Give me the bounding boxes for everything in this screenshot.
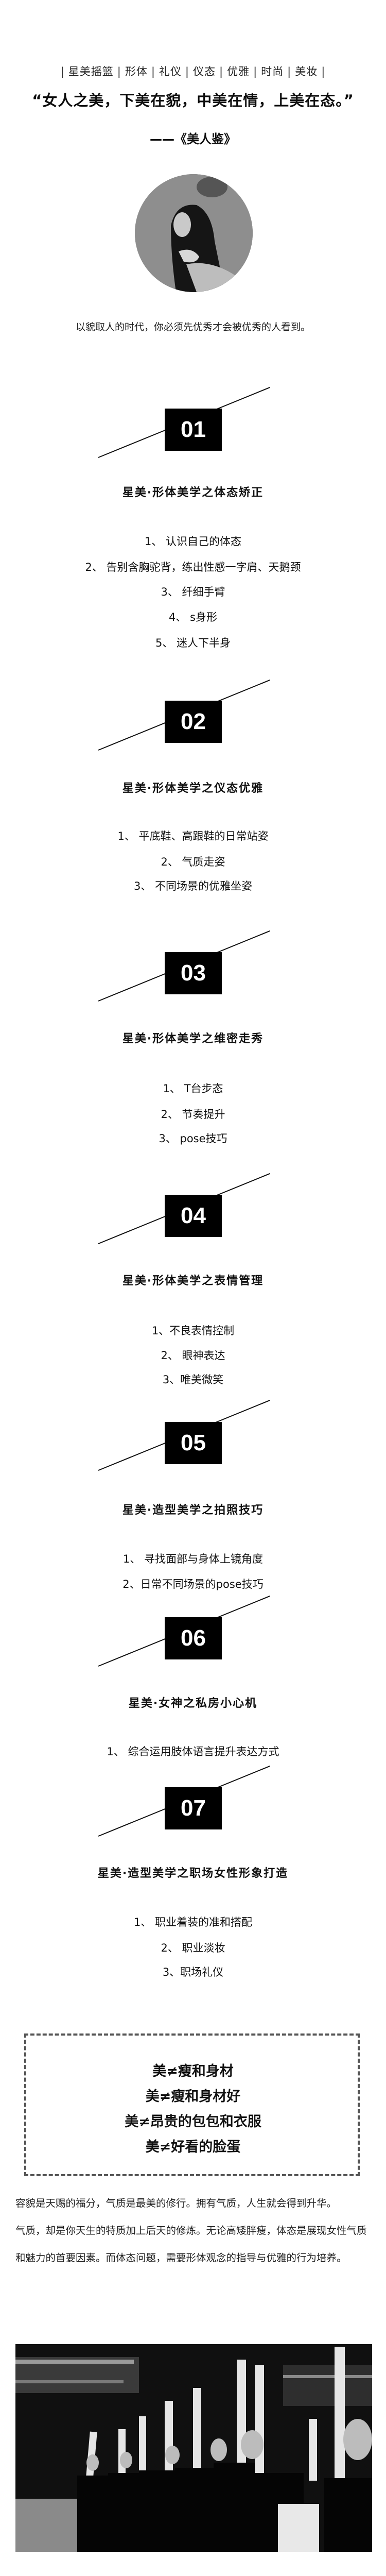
beauty-definition-box xyxy=(24,2033,360,2176)
portrait-photo xyxy=(135,174,253,292)
paragraph: 气质，却是你天生的特质加上后天的修炼。无论高矮胖瘦，体态是展现女性气质和魅力的首… xyxy=(15,2225,367,2264)
list-item: 1、不良表情控制 xyxy=(151,1325,235,1337)
tag-item: 优雅 xyxy=(227,65,250,78)
category-tags: |星美摇篮|形体|礼仪|仪态|优雅|时尚|美妆| xyxy=(0,63,386,79)
paragraph: 容貌是天赐的福分，气质是最美的修行。拥有气质，人生就会得到升华。 xyxy=(15,2197,337,2209)
list-item: 2、日常不同场景的pose技巧 xyxy=(122,1578,264,1590)
list-item: 1、 平底鞋、高跟鞋的日常站姿 xyxy=(117,830,269,842)
list-item: 3、 不同场景的优雅坐姿 xyxy=(133,880,253,892)
beauty-line: 美≠昂贵的包包和衣服 xyxy=(125,2114,261,2130)
section-number-box: 06 xyxy=(165,1617,222,1659)
beauty-line: 美≠好看的脸蛋 xyxy=(145,2139,241,2155)
section-title: 星美·造型美学之职场女性形象打造 xyxy=(97,1867,289,1880)
class-photo-icon xyxy=(15,2344,372,2552)
list-item: 3、唯美微笑 xyxy=(162,1374,224,1386)
section-title: 星美·女神之私房小心机 xyxy=(128,1697,258,1710)
list-item: 1、 职业着装的准和搭配 xyxy=(133,1916,253,1928)
tag-separator: | xyxy=(321,65,326,78)
list-item: 4、 s身形 xyxy=(169,611,217,623)
section-number-box: 03 xyxy=(165,952,222,994)
list-item: 2、 气质走姿 xyxy=(161,856,225,868)
portrait-icon xyxy=(135,174,253,292)
section-title: 星美·形体美学之表情管理 xyxy=(122,1275,264,1287)
section-title: 星美·形体美学之维密走秀 xyxy=(122,1032,264,1045)
tag-item: 仪态 xyxy=(193,65,216,78)
quote-source: ——《美人鉴》 xyxy=(150,132,236,146)
section-number-box: 07 xyxy=(165,1787,222,1829)
list-item: 3、 pose技巧 xyxy=(159,1132,227,1145)
tag-item: 星美摇篮 xyxy=(68,65,114,78)
section-number-box: 05 xyxy=(165,1422,222,1464)
intro-caption: 以貌取人的时代，你必须先优秀才会被优秀的人看到。 xyxy=(75,321,310,333)
section-title: 星美·形体美学之体态矫正 xyxy=(122,486,264,499)
section-title: 星美·形体美学之仪态优雅 xyxy=(122,782,264,795)
tag-separator: | xyxy=(219,65,224,78)
list-item: 2、 告别含胸驼背，练出性感一字肩、天鹅颈 xyxy=(85,561,301,573)
section-title: 星美·造型美学之拍照技巧 xyxy=(122,1504,264,1517)
tag-separator: | xyxy=(287,65,292,78)
list-item: 5、 迷人下半身 xyxy=(155,637,231,649)
section-number-box: 01 xyxy=(165,409,222,451)
beauty-line: 美≠瘦和身材 xyxy=(152,2063,234,2079)
list-item: 3、职场礼仪 xyxy=(162,1966,224,1978)
tag-item: 礼仪 xyxy=(159,65,182,78)
tag-item: 形体 xyxy=(125,65,148,78)
class-photo xyxy=(15,2344,372,2552)
list-item: 1、 认识自己的体态 xyxy=(144,535,242,548)
list-item: 2、 眼神表达 xyxy=(161,1349,225,1362)
section-number-box: 04 xyxy=(165,1195,222,1237)
list-item: 2、 职业淡妆 xyxy=(161,1942,225,1954)
beauty-line: 美≠瘦和身材好 xyxy=(145,2089,241,2105)
headline-quote: “女人之美，下美在貌，中美在情，上美在态。” xyxy=(32,92,354,109)
list-item: 1、 寻找面部与身体上镜角度 xyxy=(122,1553,264,1565)
tag-item: 美妆 xyxy=(295,65,318,78)
body-text: 容貌是天赐的福分，气质是最美的修行。拥有气质，人生就会得到升华。 气质，却是你天… xyxy=(15,2190,371,2272)
tag-separator: | xyxy=(117,65,121,78)
tag-item: 时尚 xyxy=(261,65,284,78)
tag-separator: | xyxy=(253,65,258,78)
tag-separator: | xyxy=(60,65,65,78)
tag-separator: | xyxy=(151,65,155,78)
list-item: 2、 节奏提升 xyxy=(161,1108,225,1121)
list-item: 1、 综合运用肢体语言提升表达方式 xyxy=(107,1745,279,1758)
section-number-box: 02 xyxy=(165,701,222,743)
list-item: 3、 纤细手臂 xyxy=(161,586,225,598)
tag-separator: | xyxy=(185,65,189,78)
list-item: 1、 T台步态 xyxy=(163,1082,223,1095)
